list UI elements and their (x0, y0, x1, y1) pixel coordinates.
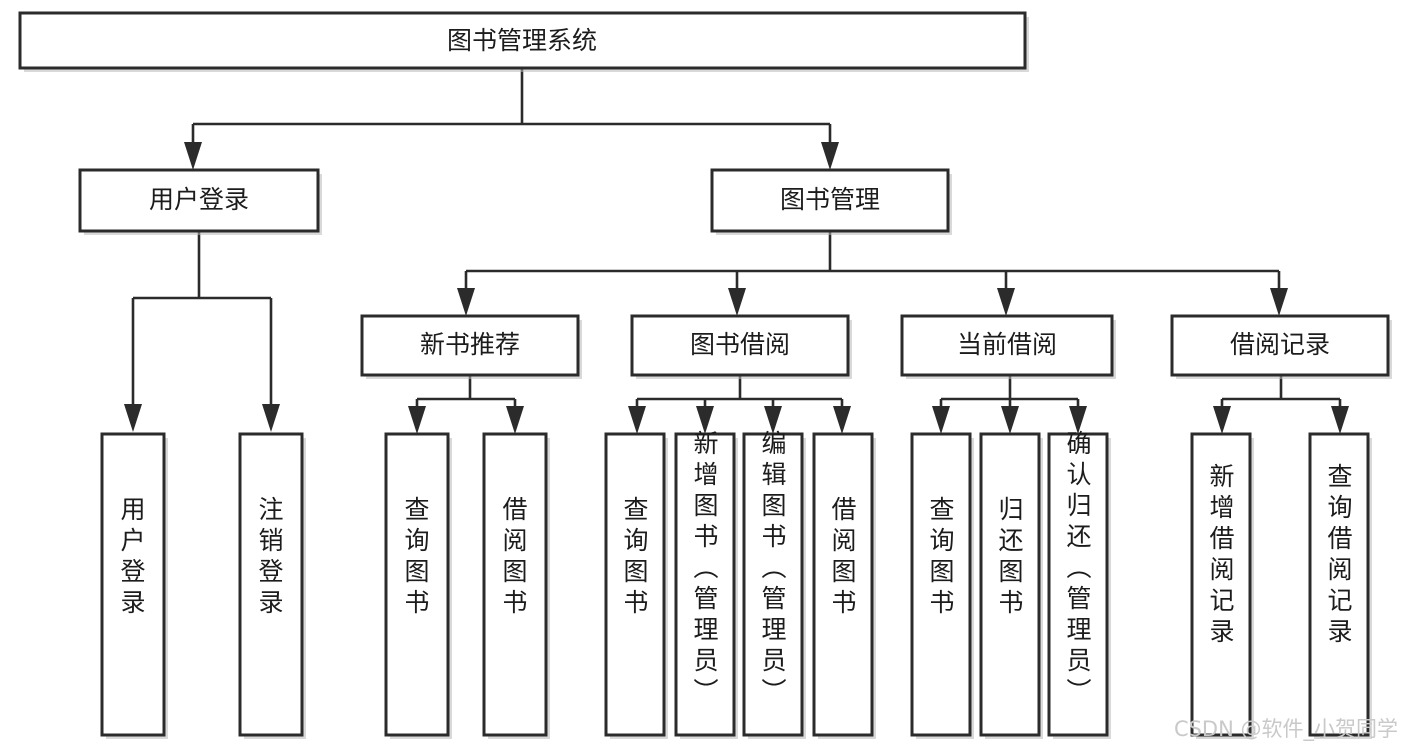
node-book-management-box (710, 168, 950, 233)
leaf-current-borrow-query-label: 查询图书 (929, 495, 954, 617)
arrowhead-leaf-borrow-record-1 (1213, 406, 1231, 434)
node-current-borrow[interactable]: 当前借阅 (900, 314, 1116, 379)
leaf-user-login-logout-box (238, 432, 304, 737)
leaf-borrow-record-query-label: 查询借阅记录 (1327, 462, 1352, 646)
leaf-user-login-logout[interactable]: 注销登录 (238, 432, 306, 739)
leaf-current-borrow-confirm[interactable]: 确认归还︵管理员︶ (1047, 429, 1111, 739)
leaf-book-borrow-edit-box (742, 432, 804, 737)
leaf-borrow-record-add[interactable]: 新增借阅记录 (1190, 432, 1254, 739)
leaf-user-login-login-label: 用户登录 (120, 495, 145, 617)
arrowhead-leaf-user-login-1 (124, 404, 142, 432)
leaf-book-borrow-query[interactable]: 查询图书 (604, 432, 668, 739)
node-book-management[interactable]: 图书管理 (710, 168, 952, 235)
node-root-box (18, 11, 1027, 70)
leaf-user-login-login-box (100, 432, 166, 737)
arrowhead-leaf-user-login-2 (262, 404, 280, 432)
arrowhead-leaf-book-borrow-3 (764, 406, 782, 434)
arrowhead-leaf-borrow-record-2 (1331, 406, 1349, 434)
node-user-login-box (78, 168, 320, 233)
leaf-borrow-record-query[interactable]: 查询借阅记录 (1308, 432, 1372, 739)
leaf-borrow-record-query-box (1308, 432, 1370, 737)
node-user-login[interactable]: 用户登录 (78, 168, 322, 235)
leaf-new-book-query-box (384, 432, 450, 737)
leaf-current-borrow-confirm-label: 确认归还︵管理员︶ (1066, 429, 1091, 706)
arrowhead-leaf-current-borrow-1 (932, 406, 950, 434)
connector-layer (124, 68, 1349, 434)
leaf-current-borrow-query-box (910, 432, 972, 737)
leaf-book-borrow-add-box (674, 432, 736, 737)
leaf-new-book-borrow[interactable]: 借阅图书 (482, 432, 550, 739)
leaf-current-borrow-return-label: 归还图书 (998, 495, 1023, 617)
arrowhead-book-borrow (728, 288, 746, 316)
leaf-user-login-login[interactable]: 用户登录 (100, 432, 168, 739)
arrowhead-leaf-current-borrow-2 (1001, 406, 1019, 434)
arrowhead-new-book-recommend (457, 288, 475, 316)
arrowhead-current-borrow (997, 288, 1015, 316)
node-new-book-recommend[interactable]: 新书推荐 (360, 314, 582, 379)
leaf-book-borrow-query-box (604, 432, 666, 737)
arrowhead-leaf-book-borrow-2 (696, 406, 714, 434)
leaf-current-borrow-confirm-box (1047, 432, 1109, 737)
node-new-book-recommend-box (360, 314, 580, 377)
leaf-current-borrow-return[interactable]: 归还图书 (979, 432, 1043, 739)
leaf-book-borrow-query-label: 查询图书 (623, 495, 648, 617)
arrowhead-leaf-current-borrow-3 (1069, 406, 1087, 434)
leaf-new-book-borrow-label: 借阅图书 (502, 495, 527, 617)
node-book-borrow[interactable]: 图书借阅 (630, 314, 852, 379)
arrowhead-book-mgmt (821, 142, 839, 170)
leaf-user-login-logout-label: 注销登录 (258, 495, 283, 617)
leaf-new-book-query[interactable]: 查询图书 (384, 432, 452, 739)
leaf-book-borrow-edit[interactable]: 编辑图书︵管理员︶ (742, 429, 806, 739)
leaf-book-borrow-borrow-box (812, 432, 874, 737)
arrowhead-leaf-new-book-1 (408, 406, 426, 434)
node-book-borrow-label: 图书借阅 (690, 330, 790, 359)
node-root[interactable]: 图书管理系统 (18, 11, 1029, 72)
node-root-label: 图书管理系统 (447, 26, 597, 55)
node-borrow-record-box (1170, 314, 1390, 377)
node-new-book-recommend-label: 新书推荐 (420, 330, 520, 359)
node-borrow-record-label: 借阅记录 (1230, 330, 1330, 359)
leaf-book-borrow-borrow[interactable]: 借阅图书 (812, 432, 876, 739)
arrowhead-borrow-record (1270, 288, 1288, 316)
arrowhead-leaf-new-book-2 (506, 406, 524, 434)
leaf-current-borrow-query[interactable]: 查询图书 (910, 432, 974, 739)
node-current-borrow-label: 当前借阅 (957, 330, 1057, 359)
watermark-label: CSDN @软件_小贺同学 (1174, 717, 1398, 742)
leaf-borrow-record-add-box (1190, 432, 1252, 737)
leaf-current-borrow-return-box (979, 432, 1041, 737)
node-book-management-label: 图书管理 (780, 185, 880, 214)
node-user-login-label: 用户登录 (149, 185, 249, 214)
leaf-book-borrow-edit-label: 编辑图书︵管理员︶ (761, 429, 786, 706)
node-book-borrow-box (630, 314, 850, 377)
node-current-borrow-box (900, 314, 1114, 377)
arrowhead-leaf-book-borrow-1 (628, 406, 646, 434)
leaf-book-borrow-add[interactable]: 新增图书︵管理员︶ (674, 429, 738, 739)
leaf-book-borrow-add-label: 新增图书︵管理员︶ (693, 429, 718, 706)
leaf-new-book-query-label: 查询图书 (404, 495, 429, 617)
arrowhead-user-login (184, 142, 202, 170)
leaf-new-book-borrow-box (482, 432, 548, 737)
node-borrow-record[interactable]: 借阅记录 (1170, 314, 1392, 379)
leaf-book-borrow-borrow-label: 借阅图书 (831, 495, 856, 617)
arrowhead-leaf-book-borrow-4 (833, 406, 851, 434)
leaf-borrow-record-add-label: 新增借阅记录 (1209, 462, 1234, 646)
